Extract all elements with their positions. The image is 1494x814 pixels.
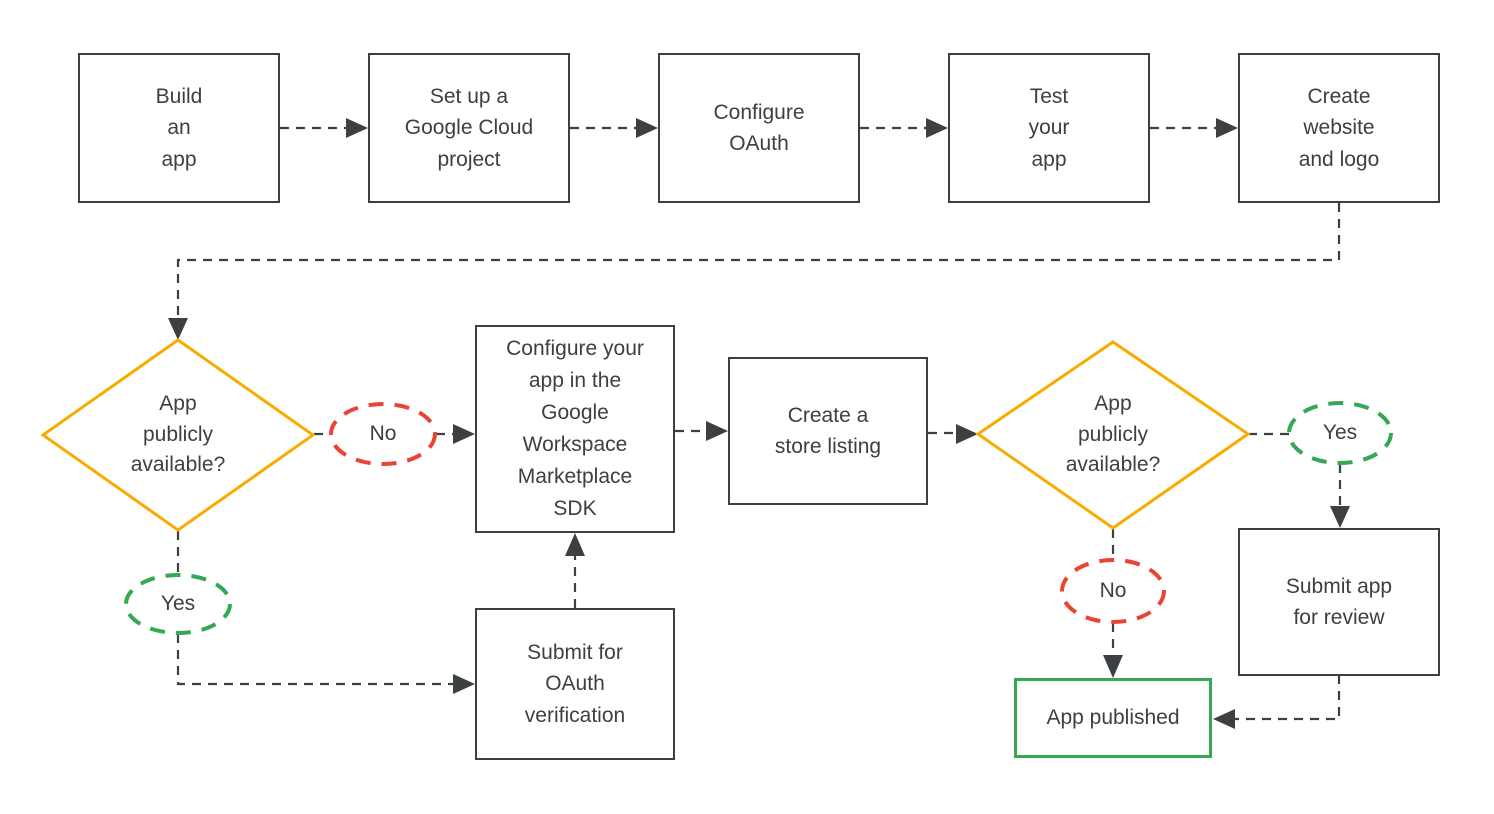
connectors [168,118,1350,729]
decision-diamond-right [975,340,1251,530]
node-cloud-project: Set up a Google Cloud project [368,53,570,203]
node-configure-sdk: Configure your app in the Google Workspa… [475,325,675,533]
edge-yes-to-submit-oauth [176,634,453,686]
arrowhead-icon [453,424,475,444]
node-app-published: App published [1014,678,1212,758]
node-configure-oauth: Configure OAuth [658,53,860,203]
branch-oval-no-left [329,402,437,466]
edge-website-to-decision1 [176,203,1341,318]
arrowhead-icon [636,118,658,138]
edge-review-to-published [1235,675,1341,721]
arrowhead-icon [926,118,948,138]
arrowhead-icon [956,424,978,444]
decision-diamond-left [40,338,316,532]
arrowhead-icon [565,533,585,556]
arrowhead-icon [706,421,728,441]
arrowhead-icon [1103,655,1123,678]
node-test-app: Test your app [948,53,1150,203]
node-build-app: Build an app [78,53,280,203]
node-submit-review: Submit app for review [1238,528,1440,676]
arrowhead-icon [168,318,188,340]
branch-ovals [124,401,1393,635]
branch-oval-yes-left [124,573,232,635]
arrowhead-icon [1213,709,1235,729]
decision-shapes [40,338,1251,532]
arrowhead-icon [1330,506,1350,528]
arrowhead-icon [1216,118,1238,138]
arrowhead-icon [453,674,475,694]
node-store-listing: Create a store listing [728,357,928,505]
arrowhead-icon [346,118,368,138]
branch-oval-yes-right [1287,401,1393,465]
branch-oval-no-right [1060,558,1166,624]
node-create-website: Create website and logo [1238,53,1440,203]
node-submit-oauth: Submit for OAuth verification [475,608,675,760]
